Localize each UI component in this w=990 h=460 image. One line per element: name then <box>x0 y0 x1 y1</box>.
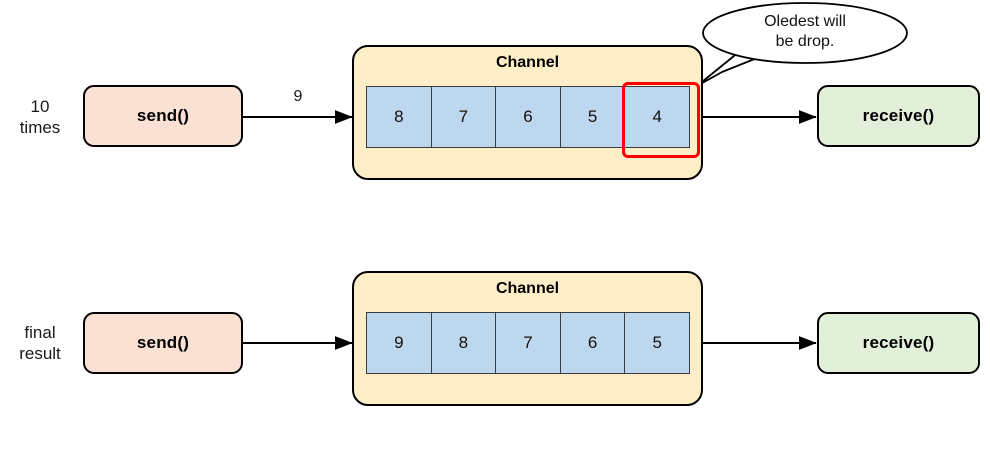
channel-cells-top: 8 7 6 5 4 <box>366 86 690 148</box>
edge-label-top: 9 <box>293 88 303 105</box>
receive-box-label-bottom: receive() <box>862 333 935 352</box>
row-label-bottom: final result <box>19 323 61 363</box>
send-box-label-top: send() <box>136 106 190 125</box>
buffer-cell[interactable]: 6 <box>561 313 626 373</box>
buffer-cell[interactable]: 6 <box>496 87 561 147</box>
buffer-cell[interactable]: 5 <box>561 87 626 147</box>
buffer-cell[interactable]: 8 <box>432 313 497 373</box>
send-box-label-bottom: send() <box>136 333 190 352</box>
receive-box-bottom[interactable]: receive() <box>817 312 980 374</box>
channel-title-top: Channel <box>495 54 560 71</box>
callout-text: Oledest will be drop. <box>764 13 846 50</box>
buffer-cell[interactable]: 5 <box>652 333 662 352</box>
buffer-cell[interactable]: 9 <box>367 313 432 373</box>
receive-box-top[interactable]: receive() <box>817 85 980 147</box>
send-box-top[interactable]: send() <box>83 85 243 147</box>
buffer-cell[interactable]: 7 <box>496 313 561 373</box>
channel-cells-bottom: 9 8 7 6 5 <box>366 312 690 374</box>
buffer-cell[interactable]: 7 <box>432 87 497 147</box>
send-box-bottom[interactable]: send() <box>83 312 243 374</box>
buffer-cell[interactable]: 8 <box>367 87 432 147</box>
buffer-cell[interactable]: 4 <box>652 107 662 126</box>
channel-title-bottom: Channel <box>495 280 560 297</box>
receive-box-label-top: receive() <box>862 106 935 125</box>
row-label-top: 10 times <box>19 97 61 137</box>
